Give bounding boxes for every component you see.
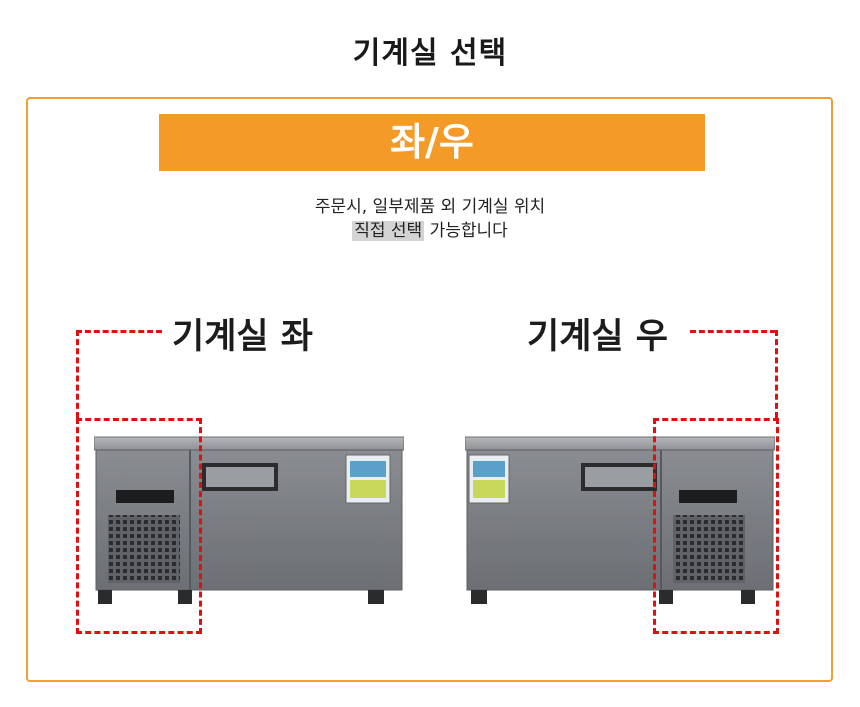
description-highlight: 직접 선택 <box>352 221 425 241</box>
content-frame <box>26 97 833 682</box>
bracket-left-top <box>76 330 162 333</box>
fridge-right-image <box>465 436 775 604</box>
bracket-left-side <box>76 330 79 418</box>
description-line-2: 직접 선택 가능합니다 <box>0 216 860 241</box>
label-machine-room-right: 기계실 우 <box>527 317 668 357</box>
description-line-1: 주문시, 일부제품 외 기계실 위치 <box>314 197 546 217</box>
option-banner: 좌/우 <box>159 114 705 171</box>
label-machine-room-left: 기계실 좌 <box>172 317 313 357</box>
bracket-right-side <box>775 330 778 418</box>
bracket-right-top <box>690 330 776 333</box>
page-title: 기계실 선택 <box>352 36 508 71</box>
machine-room-right-highlight <box>653 418 779 634</box>
machine-room-left-highlight <box>76 418 202 634</box>
description-rest: 가능합니다 <box>429 221 508 241</box>
fridge-left-image <box>94 436 404 604</box>
